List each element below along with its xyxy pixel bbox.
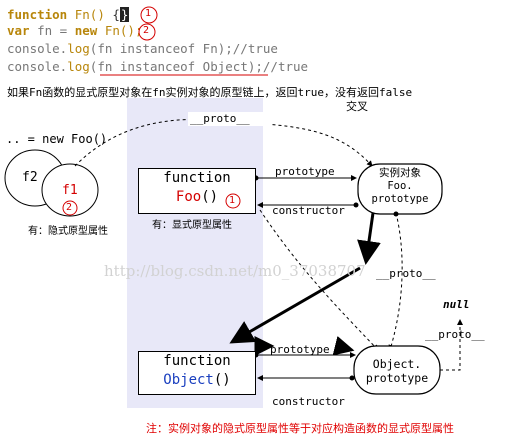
code-line-3: console.log(fn instanceof Fn);//true xyxy=(7,41,278,57)
marker-circle-2 xyxy=(138,23,156,41)
log-args-close: );//true xyxy=(247,59,309,74)
function-foo-name: Foo xyxy=(175,189,202,205)
watermark: http://blog.csdn.net/m0_37038707 xyxy=(104,262,366,280)
f1-marker-circle xyxy=(62,200,78,216)
code-line-2: var fn = new Fn(); xyxy=(7,23,143,39)
bold-arrow-left xyxy=(229,266,361,344)
marker-circle-1 xyxy=(140,6,158,24)
function-name: Fn() xyxy=(74,7,105,22)
function-foo-parens: () xyxy=(201,189,219,205)
function-object-parens: () xyxy=(213,372,231,388)
prototype-label-2: prototype xyxy=(270,343,330,356)
proto-label-bg xyxy=(188,112,270,126)
prototype-label-1: prototype xyxy=(275,165,335,178)
object-prototype-label: Object. prototype xyxy=(365,357,429,385)
footnote: 注：实例对象的隐式原型属性等于对应构造函数的显式原型属性 xyxy=(146,422,454,435)
f2-label: f2 xyxy=(22,170,38,185)
console-object: console. xyxy=(7,41,68,56)
keyword-function: function xyxy=(7,7,68,22)
null-label: null xyxy=(443,298,470,311)
foo-prototype-oval xyxy=(357,163,443,215)
function-foo-keyword: function xyxy=(163,170,231,186)
code-line-4: console.log(fn instanceof Object);//true xyxy=(7,59,308,75)
proto-dashed-diag xyxy=(259,209,379,351)
f1-label: f1 xyxy=(62,183,78,198)
code-marker-2: 2 xyxy=(143,25,150,36)
log-paren-open: ( xyxy=(89,59,98,74)
code-line-1: function Fn() {} xyxy=(7,7,130,23)
bold-arrow-down xyxy=(357,212,381,265)
code-var-name: fn = xyxy=(37,23,75,38)
f-caption: 有：隐式原型属性 xyxy=(28,226,108,237)
proto-label-top: __proto__ xyxy=(190,112,250,125)
proto-dashed-down xyxy=(388,212,403,351)
proto-label-right: __proto__ xyxy=(425,328,485,341)
f1-bubble xyxy=(41,163,99,217)
new-foo-label: .. = new Foo() xyxy=(6,132,108,146)
log-method: log xyxy=(67,59,90,74)
bold-mini-arrow-2 xyxy=(332,336,355,356)
keyword-new: new xyxy=(74,23,98,38)
foo-marker-svg xyxy=(225,193,241,209)
proto-to-null xyxy=(440,319,463,371)
proto-curve-top xyxy=(74,118,373,167)
description-text: 如果Fn函数的显式原型对象在fn实例对象的原型链上，返回true，没有返回fal… xyxy=(7,86,413,99)
foo-prototype-label: 实例对象 Foo. prototype xyxy=(371,167,429,205)
console-object: console. xyxy=(7,59,68,74)
code-marker-1: 1 xyxy=(145,8,152,19)
function-object-name: Object xyxy=(163,372,214,388)
function-object-box: function Object() xyxy=(138,351,256,395)
f1-marker: 2 xyxy=(66,202,73,213)
constructor-label-1: constructor xyxy=(272,204,345,217)
log-args: (fn instanceof Fn);//true xyxy=(89,41,278,56)
brace-open: { xyxy=(112,7,120,22)
description-cross: 交叉 xyxy=(346,100,368,113)
log-args-underlined: fn instanceof Object xyxy=(97,59,248,74)
text-cursor: } xyxy=(119,7,130,22)
proto-label-mid: __proto__ xyxy=(376,267,436,280)
foo-caption: 有：显式原型属性 xyxy=(152,220,232,231)
log-method: log xyxy=(67,41,90,56)
function-foo-box: function Foo() xyxy=(138,168,256,214)
code-constructor-call: Fn(); xyxy=(104,23,143,38)
keyword-var: var xyxy=(7,23,30,38)
constructor-label-2: constructor xyxy=(272,395,345,408)
function-object-keyword: function xyxy=(163,353,231,369)
foo-marker: 1 xyxy=(229,195,236,206)
